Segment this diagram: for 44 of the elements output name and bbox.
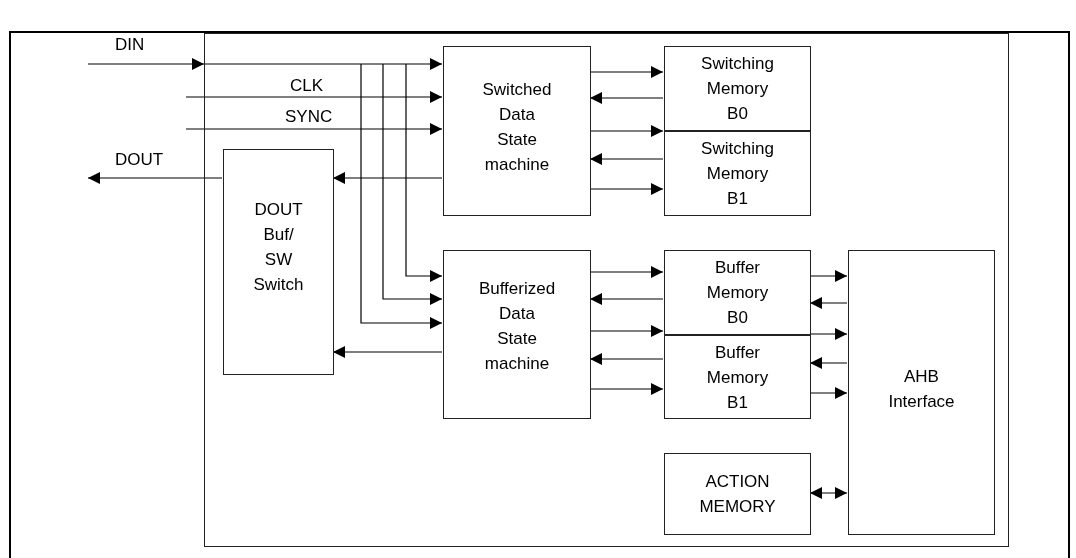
block-label: Buffer Memory B0 (706, 257, 769, 329)
arrow (382, 63, 443, 305)
block-box (443, 250, 591, 419)
box-outline (204, 33, 1009, 547)
block-label: DOUT Buf/ SW Switch (253, 199, 304, 296)
arrow (87, 172, 223, 184)
arrow (809, 270, 848, 282)
arrow (809, 387, 848, 399)
arrow (589, 183, 664, 195)
arrow (589, 92, 664, 104)
block-box (664, 250, 811, 335)
arrow (360, 63, 443, 329)
arrow (185, 91, 443, 103)
arrow (809, 357, 848, 369)
block-box (664, 131, 811, 216)
block-label: Switching Memory B0 (701, 53, 774, 125)
block-label: ACTION MEMORY (699, 471, 776, 518)
arrow (589, 125, 664, 137)
arrow (185, 123, 443, 135)
arrow (87, 58, 443, 70)
arrow (332, 346, 443, 358)
arrow (809, 297, 848, 309)
block-box (443, 46, 591, 216)
arrow (589, 383, 664, 395)
block-label: Switching Memory B1 (701, 138, 774, 210)
block-box (664, 453, 811, 535)
arrow (809, 487, 848, 499)
block-label: Buffer Memory B1 (706, 341, 769, 414)
arrow (589, 325, 664, 337)
block-box (664, 46, 811, 131)
arrow (589, 66, 664, 78)
block-label: Bufferized Data State machine (478, 277, 556, 375)
block-box (664, 335, 811, 419)
block-box (848, 250, 995, 535)
arrow (589, 266, 664, 278)
arrow (405, 63, 443, 282)
arrow (332, 172, 443, 184)
arrow (589, 353, 664, 365)
block-box (223, 149, 334, 375)
block-label: Switched Data State machine (482, 79, 552, 176)
arrow (589, 293, 664, 305)
arrow (809, 328, 848, 340)
arrow (589, 153, 664, 165)
block-label: AHB Interface (888, 365, 955, 413)
